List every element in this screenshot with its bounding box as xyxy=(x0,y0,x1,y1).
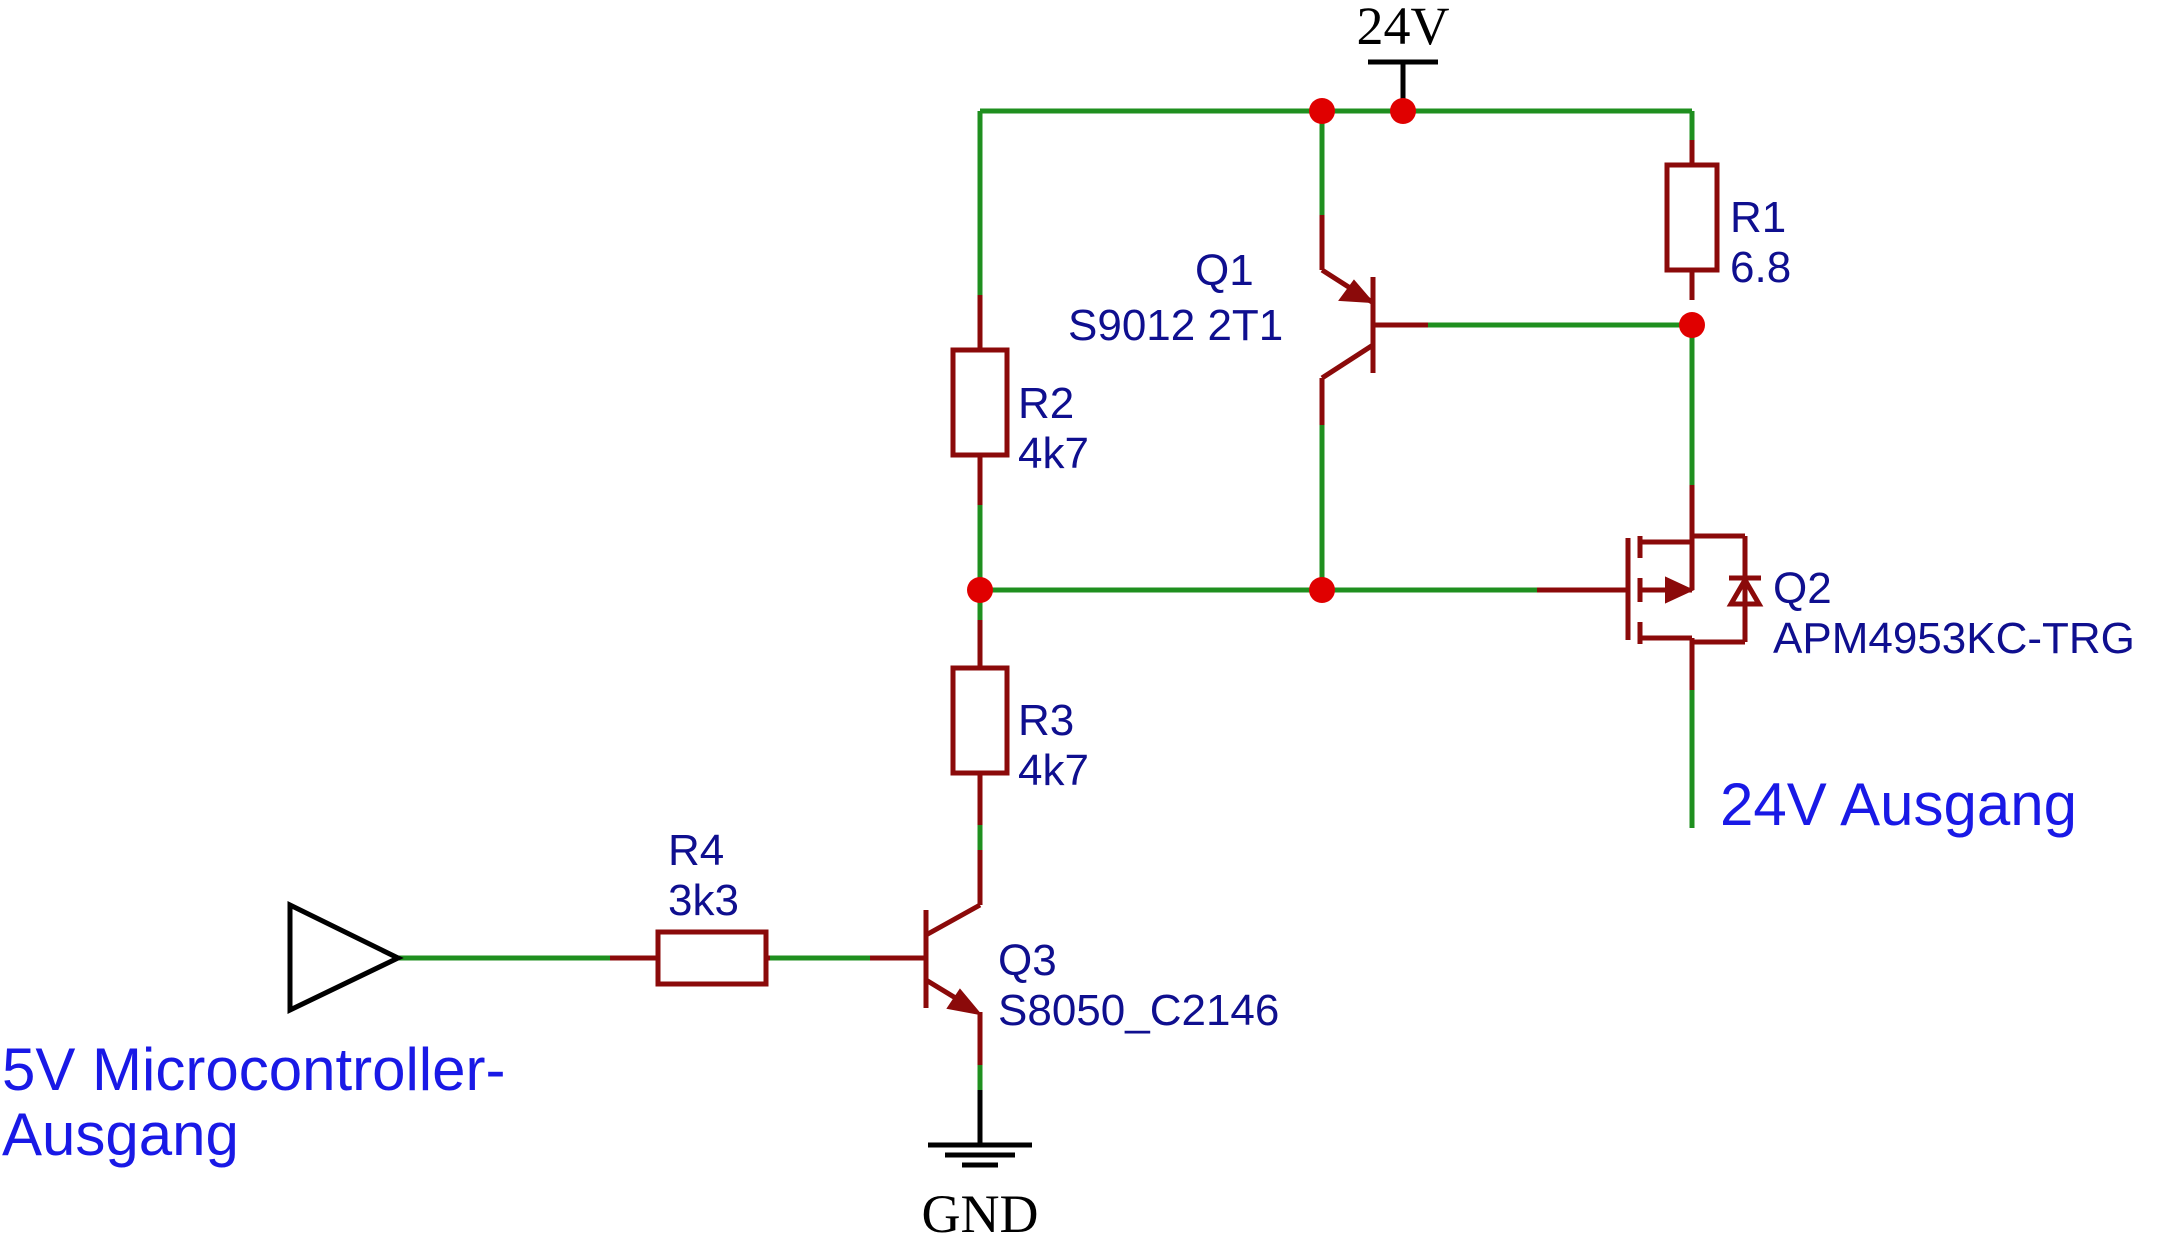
r1-ref: R1 xyxy=(1730,193,1786,242)
q3-value: S8050_C2146 xyxy=(998,986,1279,1035)
junction-rail-q1 xyxy=(1309,98,1335,124)
supply-label: 24V xyxy=(1357,0,1450,56)
r3-value: 4k7 xyxy=(1018,746,1089,795)
supply-symbol: 24V xyxy=(1357,0,1450,111)
junction-r1-base xyxy=(1679,312,1705,338)
r4-value: 3k3 xyxy=(668,876,739,925)
q1-value: S9012 2T1 xyxy=(1068,301,1283,350)
resistor-r3: R3 4k7 xyxy=(950,620,1089,825)
q2-ref: Q2 xyxy=(1773,564,1832,613)
output-label: 24V Ausgang xyxy=(1720,771,2077,838)
resistor-r4: R4 3k3 xyxy=(610,826,770,987)
r2-ref: R2 xyxy=(1018,379,1074,428)
wires xyxy=(398,108,1695,1090)
r4-ref: R4 xyxy=(668,826,724,875)
junctions xyxy=(967,98,1705,603)
q1-ref: Q1 xyxy=(1195,246,1254,295)
transistor-q3: Q3 S8050_C2146 xyxy=(870,850,1279,1065)
r3-ref: R3 xyxy=(1018,696,1074,745)
junction-rail-supply xyxy=(1390,98,1416,124)
input-triangle xyxy=(287,900,404,1014)
q3-ref: Q3 xyxy=(998,936,1057,985)
r1-value: 6.8 xyxy=(1730,243,1791,292)
transistor-q1: Q1 S9012 2T1 xyxy=(1068,215,1428,425)
mosfet-q2: Q2 APM4953KC-TRG xyxy=(1537,485,2135,690)
q2-value: APM4953KC-TRG xyxy=(1773,614,2135,663)
junction-r2-r3 xyxy=(967,577,993,603)
ground-label: GND xyxy=(922,1184,1039,1235)
r2-value: 4k7 xyxy=(1018,429,1089,478)
ground-symbol: GND xyxy=(922,1090,1039,1235)
junction-q1-gate xyxy=(1309,577,1335,603)
input-label-line2: Ausgang xyxy=(2,1101,239,1168)
input-port: 5V Microcontroller- Ausgang xyxy=(2,900,505,1168)
resistor-r2: R2 4k7 xyxy=(950,295,1089,505)
input-label-line1: 5V Microcontroller- xyxy=(2,1036,505,1103)
resistor-r1: R1 6.8 xyxy=(1664,140,1791,300)
